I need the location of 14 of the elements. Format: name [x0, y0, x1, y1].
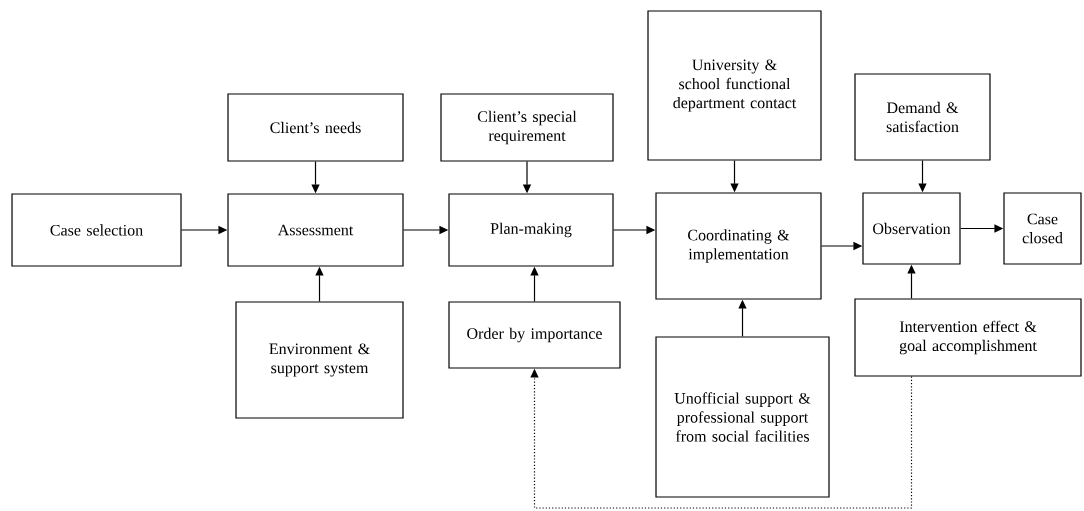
process-box: Demand & satisfaction	[854, 73, 991, 161]
process-box: Unofficial support & professional support from social facilities	[655, 336, 830, 498]
process-box: Observation	[862, 192, 961, 265]
process-box: Case closed	[1003, 192, 1082, 265]
process-box: Intervention effect & goal accomplishment	[854, 298, 1082, 377]
process-box: Environment & support system	[235, 301, 404, 419]
process-box: Client’s special requirement	[440, 93, 614, 162]
process-box: Order by importance	[448, 301, 621, 369]
process-box: Coordinating & implementation	[655, 192, 822, 300]
process-box: University & school functional department contact	[647, 10, 822, 161]
process-box: Assessment	[227, 193, 404, 267]
process-box: Client’s needs	[227, 93, 404, 162]
process-box: Case selection	[11, 193, 182, 267]
process-box: Plan-making	[448, 193, 614, 267]
